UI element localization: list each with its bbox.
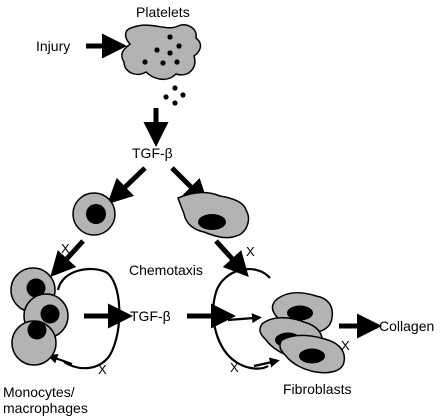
fibroblast-cluster — [259, 292, 346, 374]
tgf-to-monocyte-arrow — [107, 166, 147, 205]
released-granules — [163, 85, 186, 106]
tgf-to-fibroblast-arrow — [170, 166, 209, 205]
monocyte-autocrine-loop — [47, 268, 121, 370]
x-mark-fibroblast-loop: X — [230, 360, 239, 375]
monocyte-down-arrow — [50, 239, 85, 278]
platelets-label: Platelets — [136, 4, 190, 20]
x-mark-monocyte-loop: X — [98, 362, 107, 377]
monocyte-cell — [72, 192, 116, 236]
injury-label: Injury — [36, 38, 71, 54]
monocytes-label: Monocytes/ — [3, 384, 75, 400]
chemotaxis-label: Chemotaxis — [129, 262, 203, 278]
fibroblasts-label: Fibroblasts — [283, 381, 352, 397]
x-mark-collagen: X — [341, 338, 350, 353]
fibroblast-down-arrow — [214, 239, 249, 278]
collagen-label: Collagen — [379, 318, 435, 334]
fibroblast-autocrine-loop — [212, 268, 280, 370]
macrophages-label: macrophages — [3, 400, 88, 416]
x-mark-fibroblast-arrow: X — [246, 244, 255, 259]
tgf-beta-top-label: TGF-β — [132, 145, 173, 161]
fibroblast-cell — [177, 191, 250, 239]
x-mark-monocyte-arrow: X — [61, 241, 70, 256]
platelet-cell — [121, 24, 202, 81]
macrophage-cluster — [10, 267, 69, 366]
tgf-beta-middle-label: TGF-β — [130, 308, 171, 324]
